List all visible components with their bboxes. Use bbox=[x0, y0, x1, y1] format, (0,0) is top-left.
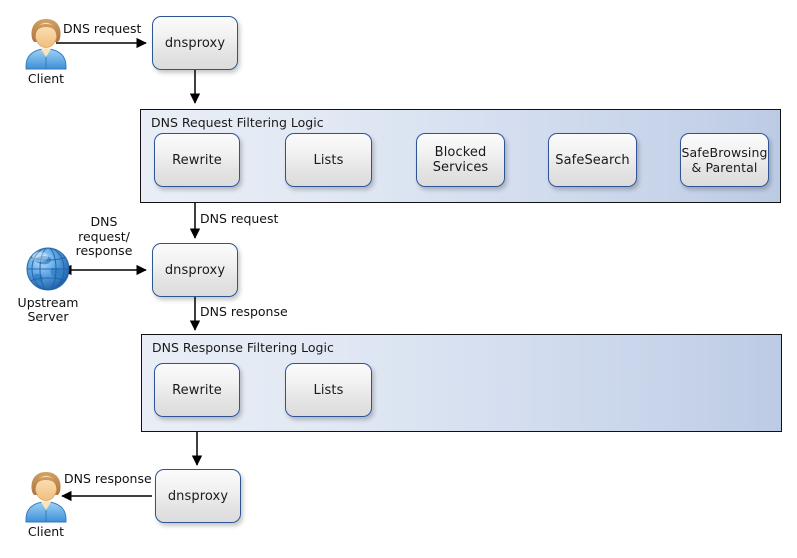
dns-response-filtering-title: DNS Response Filtering Logic bbox=[152, 340, 334, 355]
person-icon bbox=[25, 472, 67, 523]
stage-blocked-services[interactable]: Blocked Services bbox=[416, 133, 505, 187]
stage-rewrite-response[interactable]: Rewrite bbox=[154, 363, 240, 417]
client-top-avatar bbox=[22, 16, 70, 70]
edge-label-dnsproxy-to-response-group: DNS response bbox=[200, 304, 288, 319]
client-bottom-label: Client bbox=[27, 524, 65, 539]
stage-lists-request[interactable]: Lists bbox=[285, 133, 372, 187]
client-bottom-avatar bbox=[22, 469, 70, 523]
edge-label-dnsproxy-to-request-group: DNS request bbox=[200, 211, 279, 226]
dnsproxy-middle-node[interactable]: dnsproxy bbox=[152, 243, 238, 297]
person-icon bbox=[25, 19, 67, 70]
client-top-label: Client bbox=[27, 71, 65, 86]
globe-icon bbox=[26, 247, 70, 291]
edge-label-client-to-dnsproxy: DNS request bbox=[63, 21, 142, 36]
stage-safesearch[interactable]: SafeSearch bbox=[548, 133, 637, 187]
dns-request-filtering-title: DNS Request Filtering Logic bbox=[151, 115, 324, 130]
dns-response-filtering-group: DNS Response Filtering Logic bbox=[141, 334, 782, 432]
dnsproxy-top-node[interactable]: dnsproxy bbox=[152, 16, 238, 70]
upstream-server-avatar bbox=[22, 243, 74, 295]
stage-safebrowsing-parental[interactable]: SafeBrowsing & Parental bbox=[680, 133, 769, 187]
dnsproxy-bottom-node[interactable]: dnsproxy bbox=[155, 469, 241, 523]
stage-rewrite-request[interactable]: Rewrite bbox=[154, 133, 240, 187]
edge-label-upstream: DNS request/ response bbox=[75, 214, 133, 258]
stage-lists-response[interactable]: Lists bbox=[285, 363, 372, 417]
upstream-server-label: Upstream Server bbox=[17, 295, 79, 324]
edge-label-dnsproxy-to-client: DNS response bbox=[64, 471, 152, 486]
